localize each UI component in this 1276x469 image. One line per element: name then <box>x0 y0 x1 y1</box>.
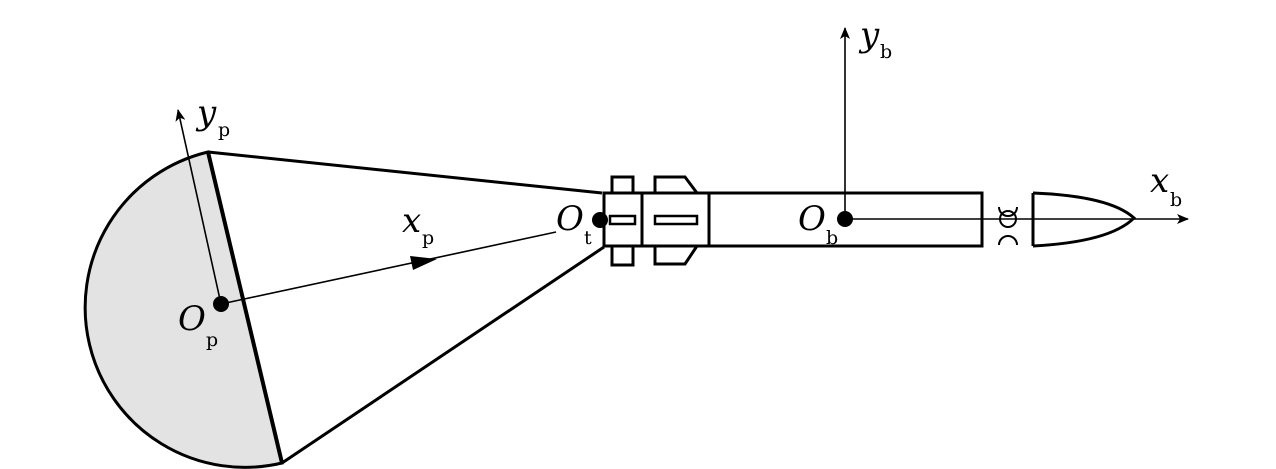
x-p-arrow <box>410 256 437 270</box>
parachute-canopy <box>83 150 284 469</box>
origin-p-dot <box>213 296 229 312</box>
missile-body <box>602 175 1137 267</box>
canopy-base-edge <box>206 151 284 464</box>
origin-b-dot <box>837 211 853 227</box>
label-O-t: O t <box>556 199 592 249</box>
suspension-line-lower <box>281 245 605 465</box>
origin-t-dot <box>592 212 608 228</box>
y-p-axis <box>175 109 222 305</box>
x-p-axis <box>220 231 557 305</box>
label-O-p: O p <box>178 299 218 351</box>
suspension-line-upper <box>207 150 603 195</box>
label-O-b: O b <box>798 199 838 249</box>
label-y-p: y p <box>195 93 230 141</box>
label-y-b: y b <box>858 15 892 63</box>
label-x-b: x b <box>1150 161 1182 211</box>
label-x-p: x p <box>402 201 434 249</box>
